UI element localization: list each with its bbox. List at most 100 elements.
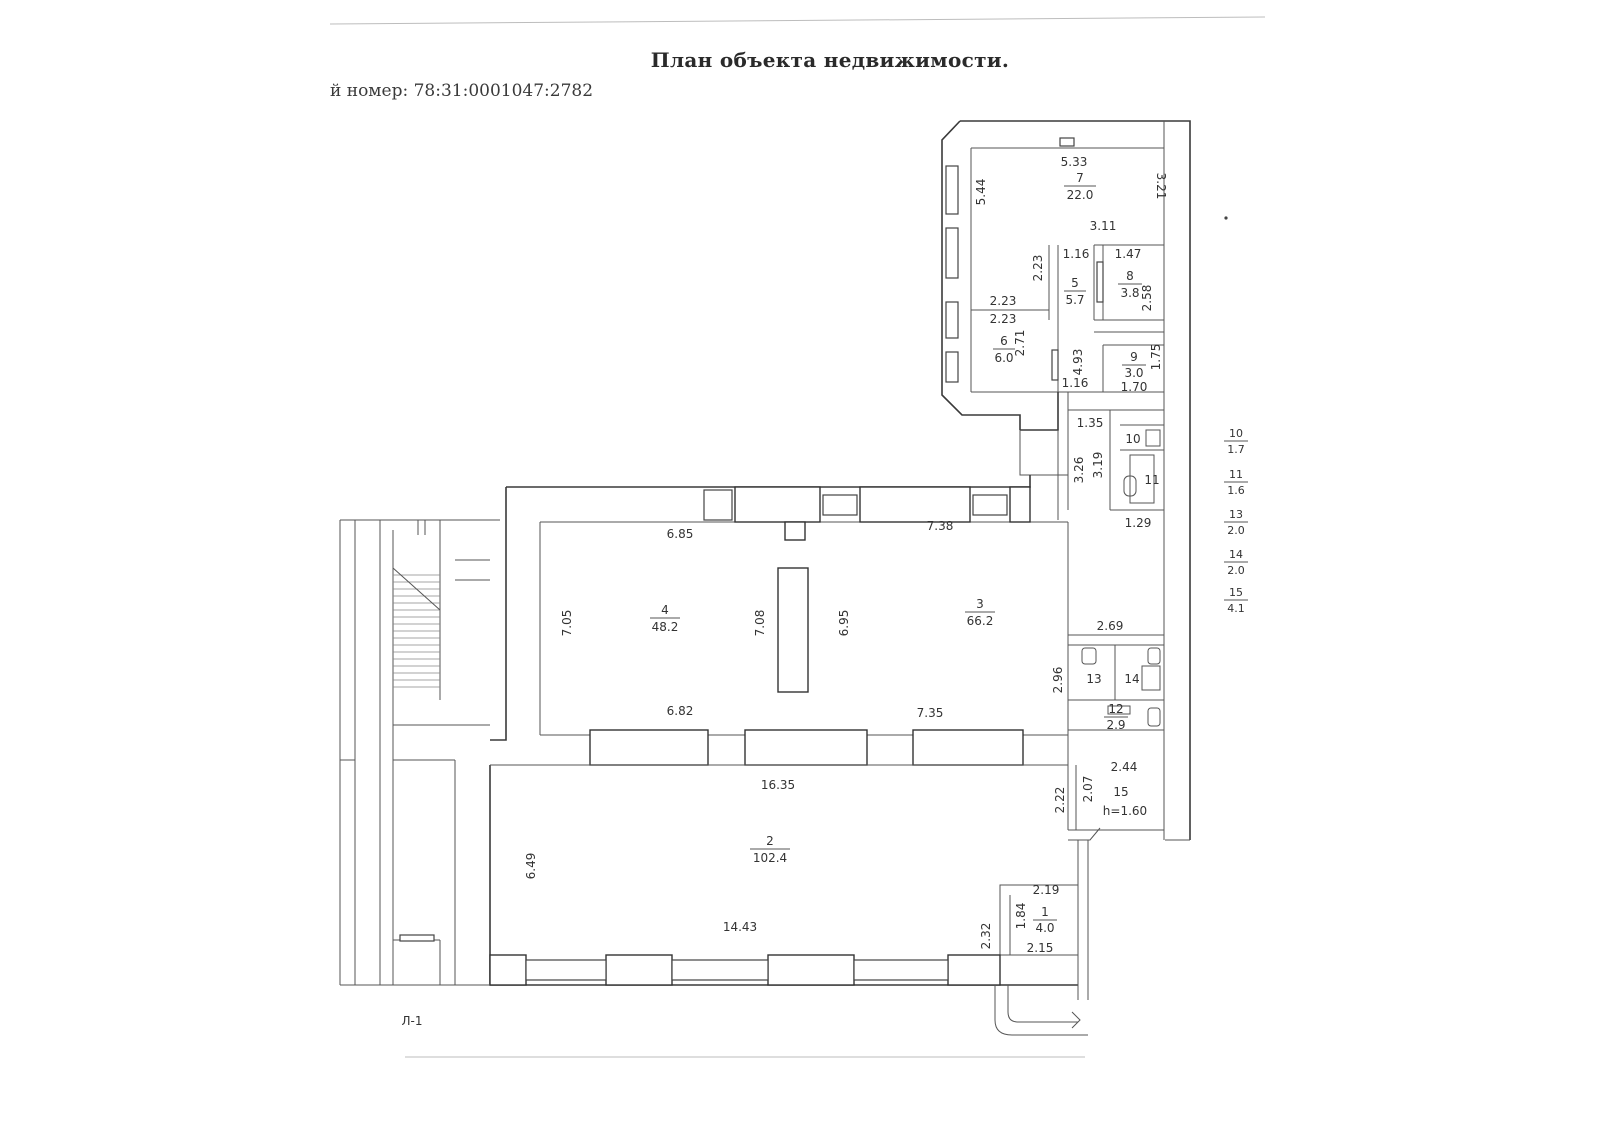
- dimension-label: 2.44: [1111, 760, 1138, 774]
- pier: [767, 954, 855, 986]
- legend-room-area: 4.1: [1227, 602, 1245, 615]
- room-9-number: 9: [1130, 350, 1138, 364]
- room-5-area: 5.7: [1065, 293, 1084, 307]
- room-1-label: 1 4.0: [1033, 905, 1057, 935]
- room-15-height: h=1.60: [1103, 804, 1147, 818]
- column: [777, 567, 809, 693]
- scan-dot: [1224, 216, 1228, 220]
- room-12-label: 12 2.9: [1104, 702, 1128, 732]
- pier: [605, 954, 673, 986]
- dimension-label: 2.19: [1033, 883, 1060, 897]
- dimension-label: 2.22: [1053, 787, 1067, 814]
- dimension-label: 1.29: [1125, 516, 1152, 530]
- room-2-number: 2: [766, 834, 774, 848]
- legend-item: 10 1.7: [1224, 427, 1248, 456]
- pier: [489, 954, 527, 986]
- room-1-number: 1: [1041, 905, 1049, 919]
- room-6-number: 6: [1000, 334, 1008, 348]
- dimension-label: 7.35: [917, 706, 944, 720]
- legend-item: 15 4.1: [1224, 586, 1248, 615]
- dimension-label: 16.35: [761, 778, 795, 792]
- middle-block-walls: [490, 475, 1164, 766]
- document-title: План объекта недвижимости.: [650, 48, 1010, 72]
- room-7-label: 7 22.0: [1064, 171, 1096, 202]
- legend-item: 11 1.6: [1224, 468, 1248, 497]
- pier: [734, 486, 821, 523]
- room-6-area: 6.0: [994, 351, 1013, 365]
- window: [972, 494, 1008, 516]
- room-3-number: 3: [976, 597, 984, 611]
- dimension-label: 1.16: [1063, 247, 1090, 261]
- room-3-label: 3 66.2: [965, 597, 995, 628]
- corridor-block: [1019, 392, 1164, 520]
- pier: [912, 729, 1024, 766]
- room-12-number: 12: [1108, 702, 1123, 716]
- dimension-label: 1.70: [1121, 380, 1148, 394]
- window: [399, 934, 435, 942]
- legend-room-area: 2.0: [1227, 564, 1245, 577]
- window: [822, 494, 858, 516]
- legend-room-number: 11: [1229, 468, 1243, 481]
- room-8-area: 3.8: [1120, 286, 1139, 300]
- window: [853, 959, 949, 981]
- dimension-label: 2.23: [990, 294, 1017, 308]
- window: [945, 165, 959, 215]
- dimension-label: 3.11: [1090, 219, 1117, 233]
- room-area-legend: 10 1.7 11 1.6 13 2.0 14 2.0 15: [1224, 427, 1248, 615]
- window: [945, 227, 959, 279]
- stairwell-block: [339, 519, 500, 986]
- dimension-label: 3.19: [1091, 452, 1105, 479]
- door-leaf: [1096, 261, 1104, 303]
- dimension-label: 4.93: [1071, 349, 1085, 376]
- dimension-label: 1.47: [1115, 247, 1142, 261]
- dimension-label: 6.49: [524, 853, 538, 880]
- room-10-number: 10: [1125, 432, 1140, 446]
- dimension-label: 2.32: [979, 923, 993, 950]
- dimension-label: 6.82: [667, 704, 694, 718]
- legend-room-number: 13: [1229, 508, 1243, 521]
- dimension-label: 7.38: [927, 519, 954, 533]
- room-3-area: 66.2: [967, 614, 994, 628]
- window: [945, 351, 959, 383]
- window: [703, 489, 733, 521]
- dimension-label: 3.21: [1154, 173, 1168, 200]
- dimension-label: 7.08: [753, 610, 767, 637]
- room-4-area: 48.2: [652, 620, 679, 634]
- room-11-number: 11: [1144, 473, 1159, 487]
- dimension-label: 2.71: [1013, 330, 1027, 357]
- dimension-label: 1.35: [1077, 416, 1104, 430]
- dimension-label: 2.58: [1140, 285, 1154, 312]
- legend-room-number: 14: [1229, 548, 1243, 561]
- window: [945, 301, 959, 339]
- vent: [1059, 137, 1075, 147]
- top-rule: [329, 16, 1266, 25]
- pier: [1009, 486, 1031, 523]
- dimension-label: 1.16: [1062, 376, 1089, 390]
- room-13-number: 13: [1086, 672, 1101, 686]
- legend-room-number: 15: [1229, 586, 1243, 599]
- legend-item: 14 2.0: [1224, 548, 1248, 577]
- room-8-label: 8 3.8: [1118, 269, 1142, 300]
- dimension-label: 3.26: [1072, 457, 1086, 484]
- upper-block-walls: [941, 120, 1164, 430]
- room-7-number: 7: [1076, 171, 1084, 185]
- dimension-label: 6.95: [837, 610, 851, 637]
- dimension-label: 5.44: [974, 179, 988, 206]
- dimension-label: 1.75: [1149, 344, 1163, 371]
- window: [671, 959, 769, 981]
- dimension-label: 2.96: [1051, 667, 1065, 694]
- window: [525, 959, 607, 981]
- dimension-label: 2.23: [990, 312, 1017, 326]
- room-1-area: 4.0: [1035, 921, 1054, 935]
- legend-room-number: 10: [1229, 427, 1243, 440]
- pier: [744, 729, 868, 766]
- room-12-area: 2.9: [1106, 718, 1125, 732]
- legend-room-area: 2.0: [1227, 524, 1245, 537]
- legend-room-area: 1.6: [1227, 484, 1245, 497]
- east-outer-wall: [960, 120, 1191, 841]
- dimension-label: 14.43: [723, 920, 757, 934]
- room-14-number: 14: [1124, 672, 1139, 686]
- room-6-label: 6 6.0: [993, 334, 1015, 365]
